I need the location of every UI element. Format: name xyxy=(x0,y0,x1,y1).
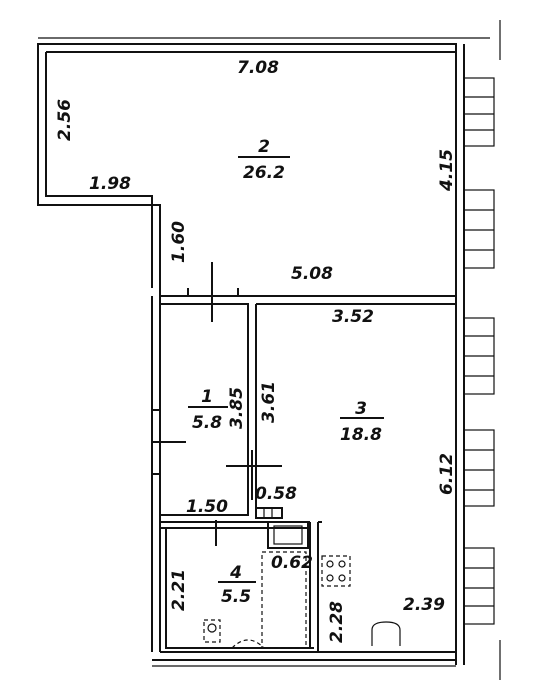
room-4-label: 4 5.5 xyxy=(218,563,256,607)
washbasin xyxy=(231,639,265,649)
room-3-area: 18.8 xyxy=(340,425,382,445)
room-4-number: 4 xyxy=(229,563,242,583)
dim-bath-duct: 0.62 xyxy=(271,553,313,573)
sink-block xyxy=(267,521,309,549)
dim-top-width: 7.08 xyxy=(237,58,279,78)
stove xyxy=(321,555,351,587)
room-2-top-lines xyxy=(38,20,501,60)
dim-room1-height-inner: 3.61 xyxy=(259,381,279,423)
room-2-label: 2 26.2 xyxy=(238,137,290,183)
dim-step-height: 1.60 xyxy=(169,221,189,263)
room-3-door xyxy=(226,450,282,500)
lower-rooms xyxy=(151,295,501,680)
room-1-area: 5.8 xyxy=(192,413,222,433)
room-2-door xyxy=(187,262,239,322)
dim-left-height: 2.56 xyxy=(55,99,75,141)
bottom-wall xyxy=(152,651,456,661)
room-3-number: 3 xyxy=(355,399,367,419)
dim-room3-height: 6.12 xyxy=(437,453,457,495)
bathtub xyxy=(261,551,307,649)
window-strip xyxy=(455,44,495,665)
kitchen-sink xyxy=(371,621,401,646)
dim-step-width: 1.98 xyxy=(89,174,131,194)
dim-right-height-room2: 4.15 xyxy=(437,149,457,192)
dim-bottom-width-room2: 5.08 xyxy=(291,264,333,284)
dim-room1-height-outer: 3.85 xyxy=(227,387,247,429)
dim-hall-width: 0.58 xyxy=(255,484,297,504)
dim-room1-width: 1.50 xyxy=(186,497,228,517)
dim-room3-bottom: 2.39 xyxy=(403,595,445,615)
room-1-label: 1 5.8 xyxy=(188,387,228,433)
room-1-number: 1 xyxy=(201,387,213,407)
room-2-number: 2 xyxy=(258,137,270,157)
room-4-area: 5.5 xyxy=(221,587,251,607)
dim-room3-width: 3.52 xyxy=(332,307,374,327)
inner-wall-room-2 xyxy=(45,51,456,288)
window-4 xyxy=(463,429,495,507)
toilet xyxy=(203,619,221,643)
window-2 xyxy=(463,189,495,269)
vent-duct xyxy=(255,507,283,519)
room-1-door xyxy=(152,409,186,475)
room-2-area: 26.2 xyxy=(243,163,285,183)
window-1 xyxy=(463,77,495,147)
room-4-walls xyxy=(160,521,322,652)
window-5 xyxy=(463,547,495,625)
dim-bath-height: 2.28 xyxy=(327,601,347,643)
dim-room4-height: 2.21 xyxy=(169,569,189,611)
room-3-label: 3 18.8 xyxy=(340,399,384,445)
